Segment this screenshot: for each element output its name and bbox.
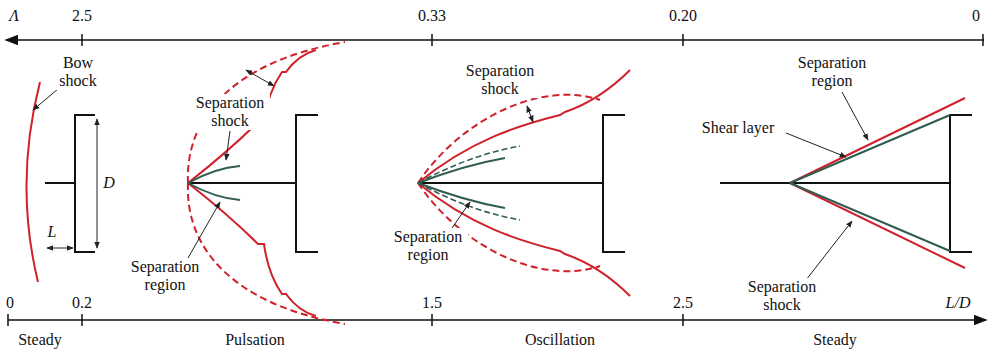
regime-name: Oscillation — [524, 331, 596, 349]
axis-symbol: L/D — [945, 294, 972, 312]
annotation: Separation region — [792, 54, 872, 91]
axis-value: 0 — [5, 294, 15, 312]
axis-value: 2.5 — [71, 7, 93, 25]
axis-symbol: Λ — [8, 7, 20, 25]
dimension-label: D — [102, 174, 116, 192]
dimension-label: L — [47, 223, 58, 241]
annotation: Separation shock — [742, 278, 822, 315]
annotation: Separation shock — [190, 94, 270, 131]
regime-name: Pulsation — [224, 331, 286, 349]
spiked-bodies — [45, 115, 972, 252]
regime-name: Steady — [812, 331, 858, 349]
axis-value: 0.20 — [668, 7, 698, 25]
pulsation-flow — [188, 42, 345, 324]
annotation: Separation region — [388, 228, 468, 265]
axis-value: 1.5 — [421, 294, 443, 312]
axes — [6, 34, 986, 326]
axis-value: 0 — [971, 7, 981, 25]
axis-value: 0.33 — [417, 7, 447, 25]
dimension-lines — [33, 89, 97, 248]
annotation: Bow shock — [52, 54, 104, 91]
annotation: Separation region — [125, 258, 205, 295]
axis-value: 2.5 — [672, 294, 694, 312]
steady-flow — [786, 92, 965, 280]
bow-shock — [26, 82, 40, 282]
annotation: Shear layer — [701, 119, 775, 137]
regime-name: Steady — [17, 331, 63, 349]
axis-value: 0.2 — [71, 294, 93, 312]
annotation: Separation shock — [460, 62, 540, 99]
